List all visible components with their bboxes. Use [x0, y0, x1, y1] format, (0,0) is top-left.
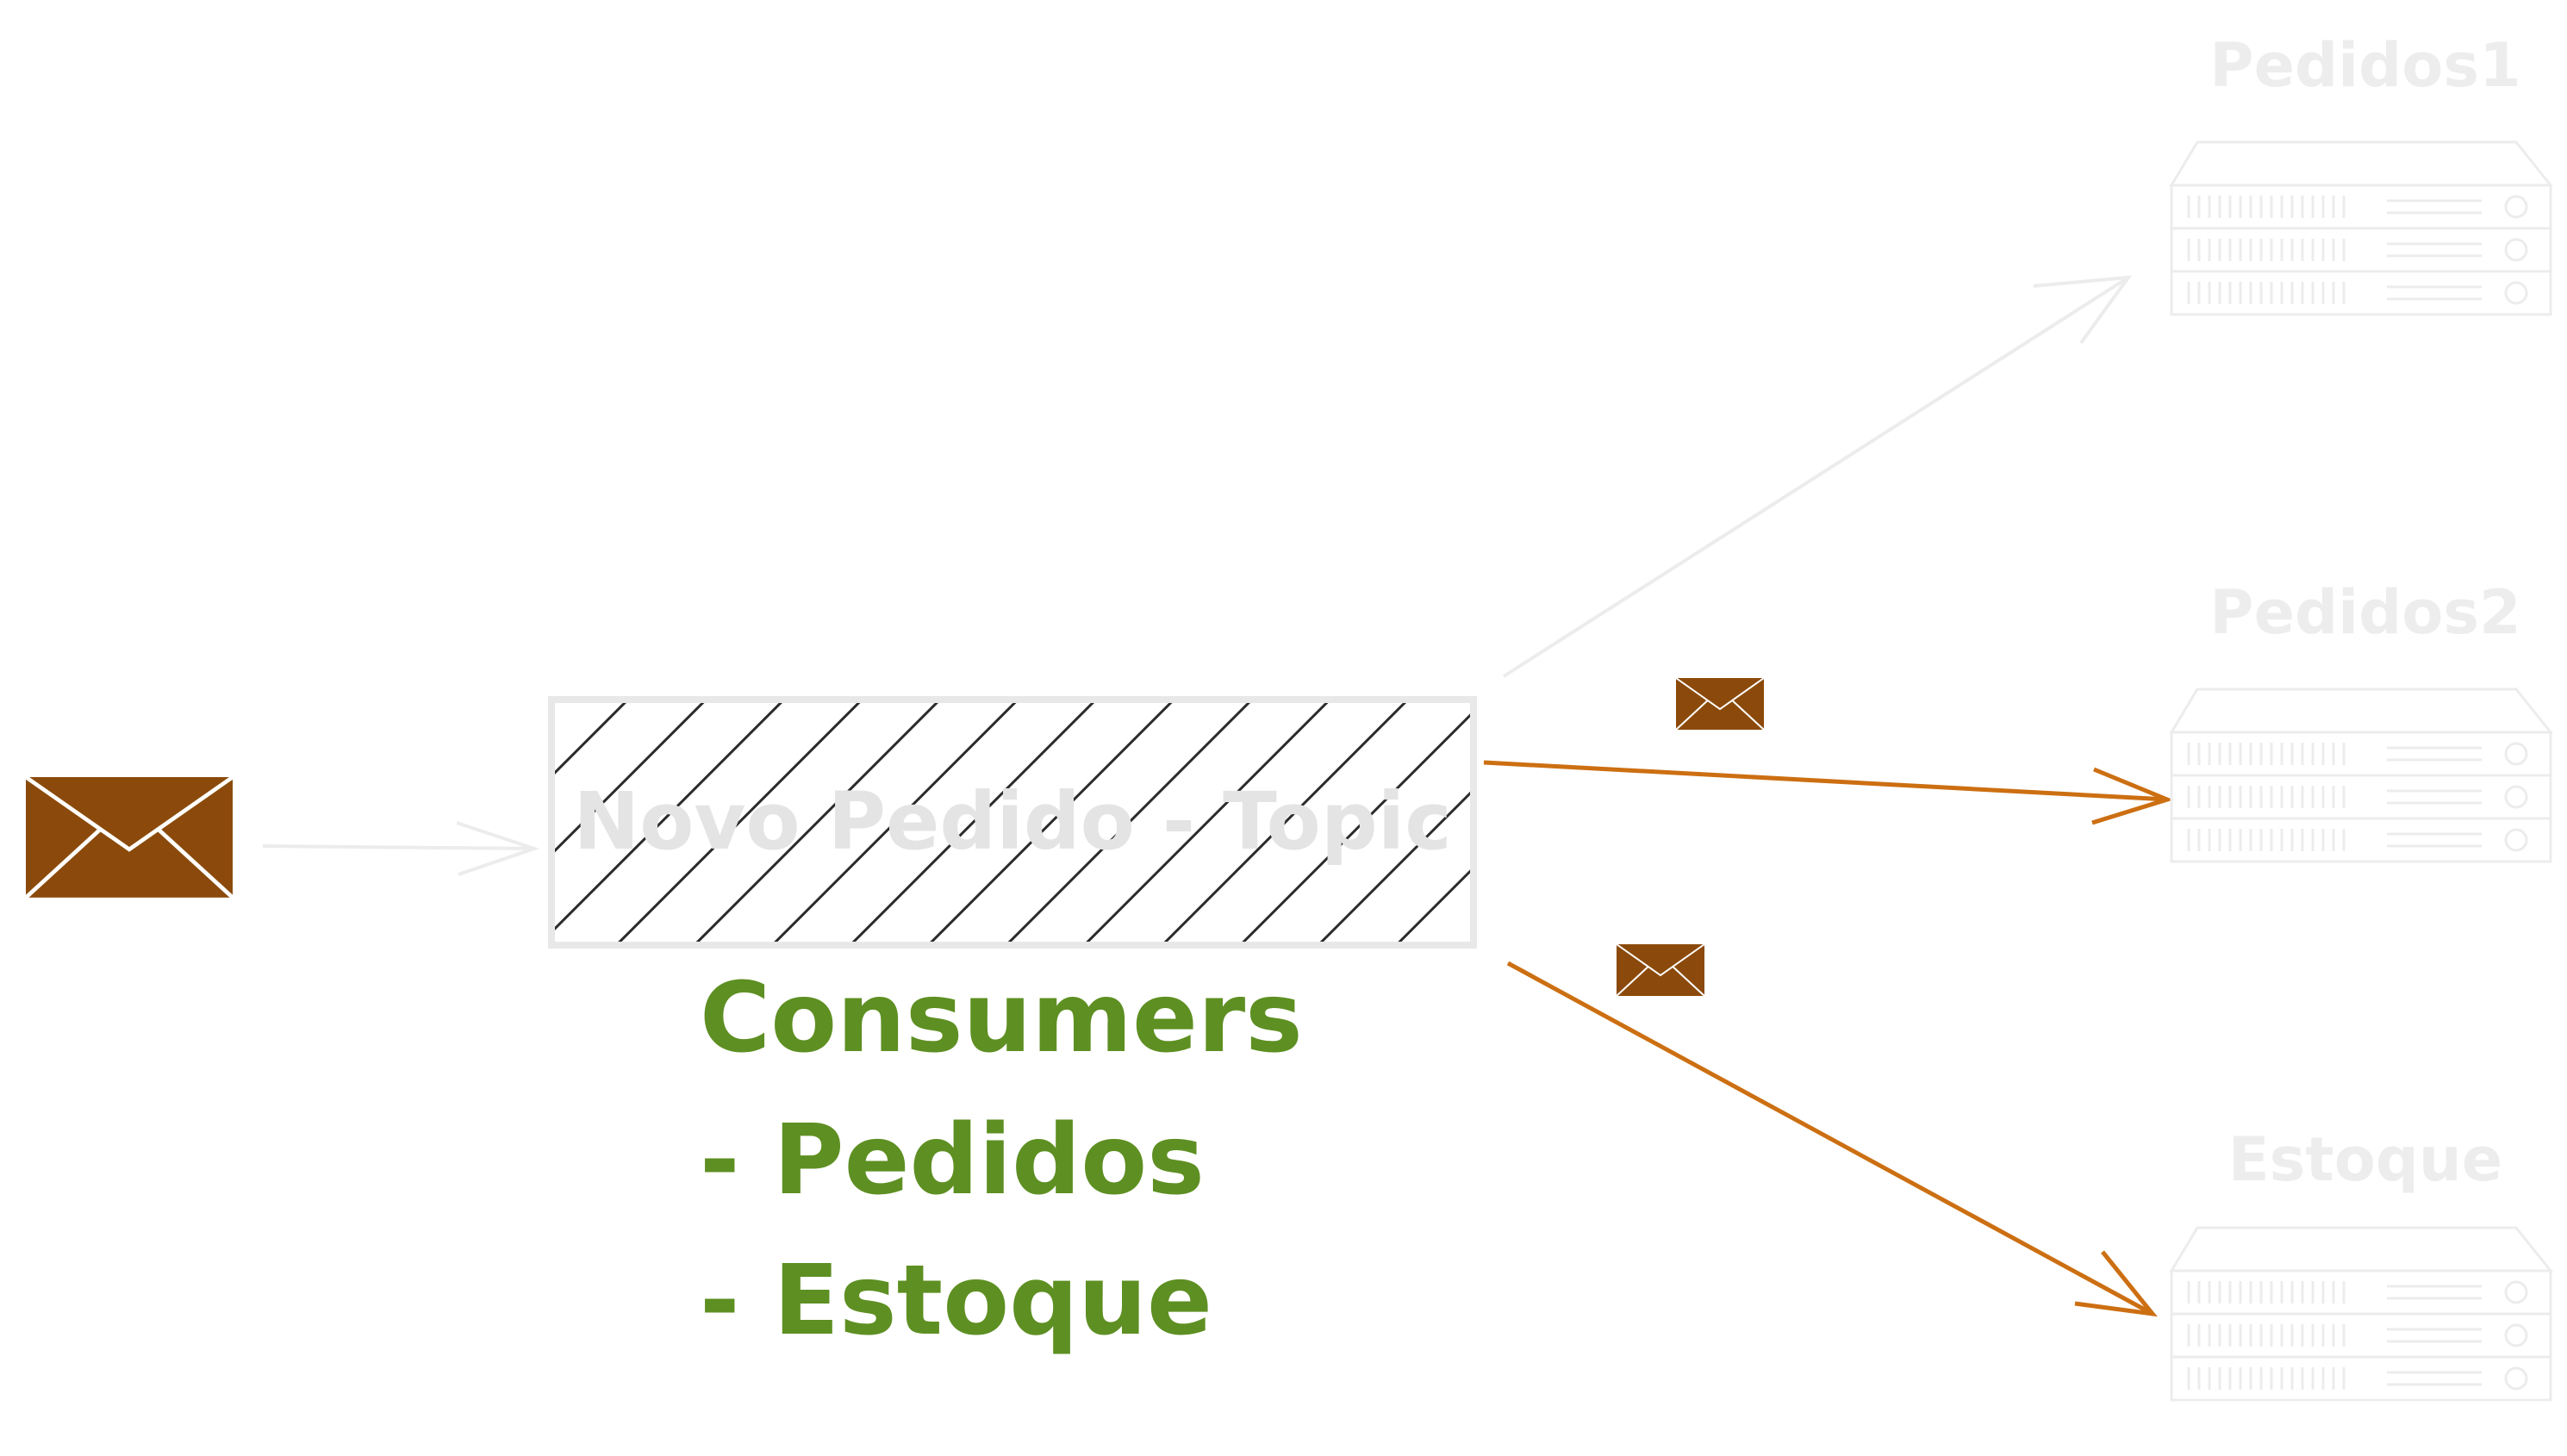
- consumers-note: Consumers - Pedidos - Estoque: [700, 962, 1303, 1357]
- envelope-icon: [1615, 943, 1706, 998]
- arrow-producer-to-topic: [262, 821, 540, 876]
- server-label: Estoque: [2228, 1124, 2502, 1195]
- server-rack-icon: [2170, 140, 2552, 316]
- server-estoque: Estoque: [2170, 1124, 2552, 1402]
- arrow-topic-to-estoque: [1506, 961, 2158, 1317]
- server-rack-icon: [2170, 1226, 2552, 1402]
- arrow-topic-to-pedidos1: [1502, 275, 2133, 678]
- server-label: Pedidos1: [2209, 30, 2520, 101]
- server-rack-icon: [2170, 688, 2552, 863]
- consumers-title: Consumers: [700, 962, 1303, 1074]
- consumer-item: - Estoque: [700, 1245, 1212, 1357]
- topic-box: Novo Pedido - Topic: [548, 696, 1477, 949]
- consumer-item: - Pedidos: [700, 1104, 1205, 1216]
- envelope-icon: [1674, 676, 1766, 731]
- arrow-topic-to-pedidos2: [1483, 760, 2174, 825]
- server-pedidos2: Pedidos2: [2170, 577, 2552, 863]
- server-pedidos1: Pedidos1: [2170, 30, 2552, 316]
- server-label: Pedidos2: [2209, 577, 2520, 648]
- topic-label: Novo Pedido - Topic: [573, 775, 1452, 868]
- source-envelope-icon: [26, 777, 233, 898]
